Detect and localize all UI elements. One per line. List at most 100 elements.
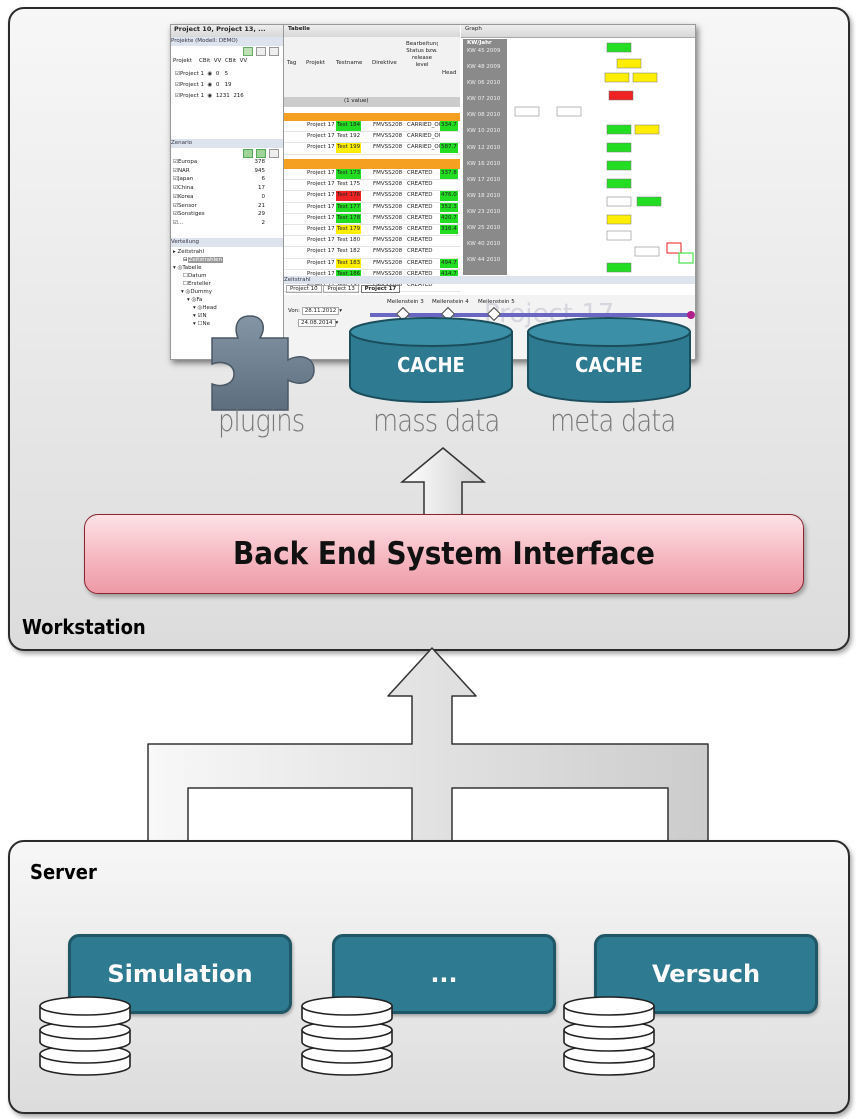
graph-node[interactable] xyxy=(632,72,658,83)
graph-node[interactable] xyxy=(514,106,540,117)
tree-item[interactable]: ▾ ☐Ne xyxy=(193,321,210,327)
table-cell: Test 191 xyxy=(337,281,361,288)
col-cbit: CBit xyxy=(198,58,211,64)
list-item[interactable]: ☑Project 1 ◉ 1231 216 xyxy=(175,93,244,99)
graph-node[interactable] xyxy=(666,242,682,254)
from-date-input[interactable]: 28.11.2012 xyxy=(301,307,340,315)
col-head[interactable]: Head xyxy=(442,70,457,76)
tree-item[interactable]: ▾ ◎Head xyxy=(193,305,217,311)
mass-data-cache-icon xyxy=(349,317,513,403)
graph-node[interactable] xyxy=(606,230,632,241)
tab-graph[interactable]: Graph xyxy=(465,26,482,32)
tree-item[interactable]: ▾ ◎Tabelle xyxy=(173,265,202,271)
week-label: KW 23 2010 xyxy=(467,208,501,215)
graph-node[interactable] xyxy=(606,196,632,207)
graph-node[interactable] xyxy=(556,106,582,117)
from-field[interactable]: Von: 28.11.2012▾ xyxy=(288,307,343,315)
week-column xyxy=(463,39,507,275)
graph-node[interactable] xyxy=(636,196,662,207)
graph-node[interactable] xyxy=(634,246,660,257)
table-cell: Project 17 xyxy=(307,144,335,151)
graph-node[interactable] xyxy=(606,160,632,171)
table-cell: Project 17 xyxy=(307,170,335,176)
table-cell: CARRIED_OUT xyxy=(407,122,440,128)
meta-data-label: meta data xyxy=(550,404,676,439)
tab-project-13[interactable]: Project 13 xyxy=(323,285,359,293)
table-cell: Test 173 xyxy=(336,169,362,179)
week-label: KW 10 2010 xyxy=(467,128,501,135)
table-cell: Test 182 xyxy=(337,248,361,255)
table-cell: FMVSS208 xyxy=(373,170,403,176)
tree-item[interactable]: ☐Datum xyxy=(183,273,207,279)
meta-data-cache-icon xyxy=(527,317,691,403)
workstation-label: Workstation xyxy=(22,615,146,639)
tab-project-17[interactable]: Project 17 xyxy=(360,285,401,293)
table-cell: FMVSS208 xyxy=(373,133,403,140)
group-bar-2 xyxy=(284,159,460,169)
col-status[interactable]: Bearbeitungs-Status bzw. release level xyxy=(406,41,438,68)
graph-node[interactable] xyxy=(606,214,632,225)
table-cell: Project 17 xyxy=(307,181,335,188)
tab-project-10[interactable]: Project 10 xyxy=(286,285,322,293)
group-bar-1 xyxy=(284,113,460,121)
col-tag[interactable]: Tag xyxy=(287,60,297,66)
tree-item[interactable]: ☐Ersteller xyxy=(183,281,211,287)
filter-row[interactable]: (1 value) xyxy=(284,97,460,107)
col-direktive[interactable]: Direktive xyxy=(372,60,397,66)
graph-node[interactable] xyxy=(606,124,632,135)
graph-node[interactable] xyxy=(606,142,632,153)
col-projekt[interactable]: Projekt xyxy=(306,60,325,66)
list-item[interactable]: ☑...2 xyxy=(173,219,265,226)
tree-item[interactable]: ▸ Zeitstrahl xyxy=(173,249,205,255)
graph-node[interactable] xyxy=(678,252,694,264)
table-cell: Test 183 xyxy=(336,258,362,268)
other-source-label: ... xyxy=(430,960,458,988)
server-label: Server xyxy=(30,860,97,884)
timeline-end-marker[interactable] xyxy=(687,311,695,319)
list-item[interactable]: ☑Project 1 ◉ 0 19 xyxy=(175,82,232,88)
graph-node[interactable] xyxy=(604,72,630,83)
tree-item[interactable]: ▾ ◎Dummy xyxy=(181,289,213,295)
tree-item[interactable]: ⊟Zeitstrahlen xyxy=(183,257,223,263)
week-label: KW 40 2010 xyxy=(467,241,501,248)
table-cell: CREATED xyxy=(407,270,433,277)
col-testname[interactable]: Testname xyxy=(336,60,363,66)
to-field[interactable]: 24.08.2014▾ xyxy=(298,319,338,329)
graph-node[interactable] xyxy=(616,58,642,69)
graph-node[interactable] xyxy=(606,42,632,53)
list-item[interactable]: ☑Project 1 ◉ 0 5 xyxy=(175,71,229,77)
graph-node[interactable] xyxy=(608,90,634,101)
graph-node[interactable] xyxy=(606,178,632,189)
to-date-input[interactable]: 24.08.2014 xyxy=(298,319,336,327)
graph-node[interactable] xyxy=(634,124,660,135)
timeline-tabs: Project 10 Project 13 Project 17 xyxy=(286,285,401,294)
table-cell: 334.7 xyxy=(440,121,458,131)
tree-item[interactable]: ▾ ☑N xyxy=(193,313,207,319)
tree-item[interactable]: ▾ ◎Fa xyxy=(187,297,203,303)
milestone-3-label: Meilenstein 3 xyxy=(387,299,424,305)
graph-node[interactable] xyxy=(606,262,632,273)
meta-cache-label: CACHE xyxy=(575,353,643,377)
tab-tabelle[interactable]: Tabelle xyxy=(288,26,310,32)
filter-value[interactable]: (1 value) xyxy=(344,98,369,104)
